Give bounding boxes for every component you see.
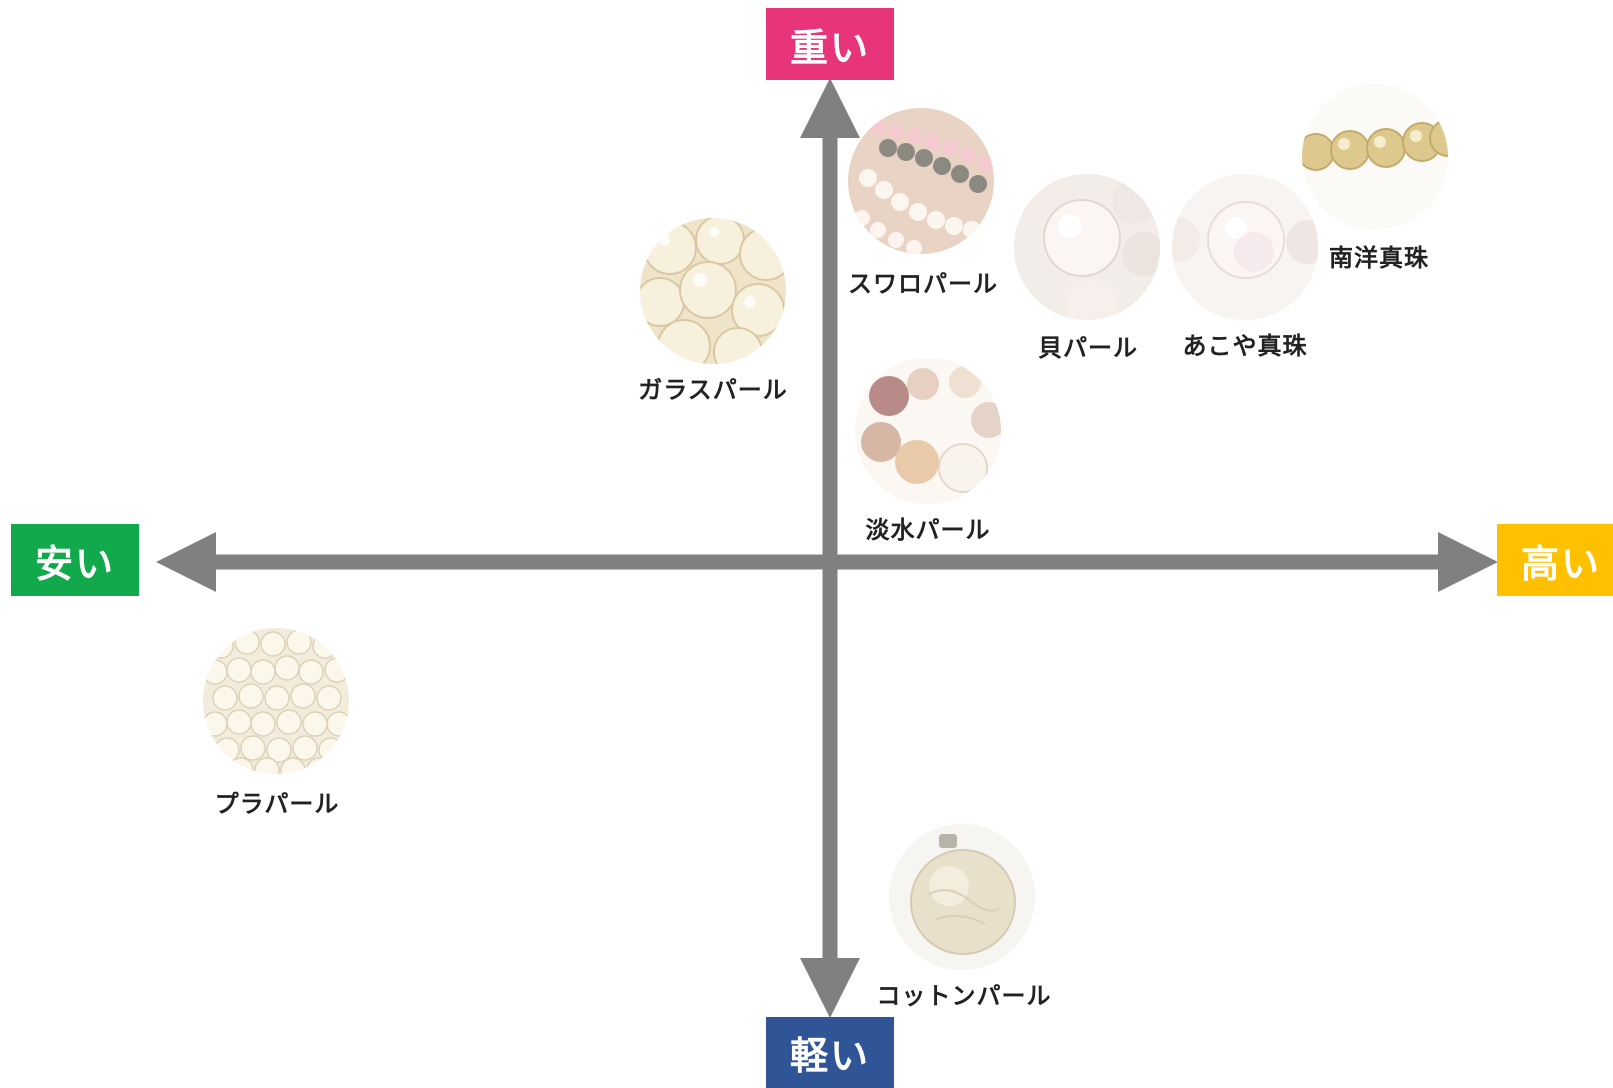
pearl-label-plastic: プラパール (214, 790, 340, 818)
pearl-label-swaro: スワロパール (848, 270, 998, 298)
pearl-label-akoya: あこや真珠 (1182, 332, 1308, 360)
akoya-pearl-icon (1172, 174, 1318, 320)
plastic-pearl-pile-icon (203, 628, 349, 774)
pearl-label-glass: ガラスパール (638, 376, 788, 404)
axis-label-expensive: 高い (1497, 524, 1613, 596)
glass-pearl-beads-icon (640, 218, 786, 364)
pearl-label-southsea: 南洋真珠 (1329, 244, 1429, 272)
axis-label-heavy: 重い (766, 8, 894, 80)
pearl-label-freshwater: 淡水パール (865, 516, 991, 544)
multi-strand-pearl-necklace-icon (848, 108, 994, 254)
cotton-pearl-icon (889, 824, 1035, 970)
pearl-label-shell: 貝パール (1038, 334, 1138, 362)
axis-label-cheap: 安い (11, 524, 139, 596)
south-sea-pearl-strand-icon (1302, 84, 1448, 230)
freshwater-pearl-strand-icon (855, 358, 1001, 504)
pearl-label-cotton: コットンパール (876, 982, 1052, 1010)
axis-label-light: 軽い (766, 1017, 894, 1088)
shell-pearl-icon (1014, 174, 1160, 320)
